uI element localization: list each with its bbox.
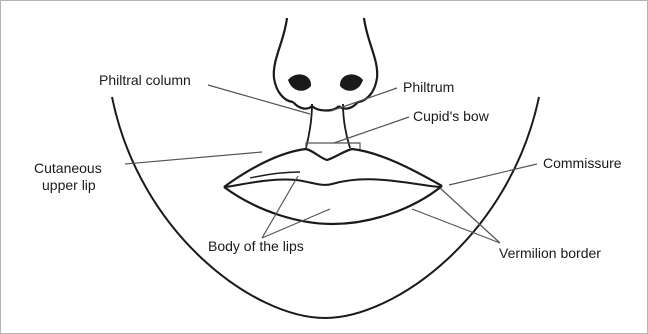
philtral-column-left — [306, 104, 312, 148]
label-body-of-the-lips: Body of the lips — [208, 238, 304, 255]
upper-lip-highlight — [250, 172, 300, 178]
label-cutaneous-line1: Cutaneous — [34, 160, 102, 177]
label-cutaneous-line2: upper lip — [42, 177, 96, 194]
left-nostril — [288, 74, 311, 90]
label-commissure: Commissure — [543, 155, 622, 172]
philtral-column-right — [343, 104, 350, 148]
label-philtral-column: Philtral column — [99, 72, 191, 89]
label-cupids-bow: Cupid's bow — [413, 108, 489, 125]
leader-philtral-column — [208, 85, 310, 114]
label-philtrum: Philtrum — [403, 79, 454, 96]
lower-lip-outline — [224, 186, 442, 224]
leader-cutaneous-upper-lip — [125, 152, 262, 164]
leader-philtrum — [331, 88, 397, 111]
mouth-line — [226, 179, 440, 187]
nose-outline — [274, 18, 377, 111]
leader-body-lips-upper — [262, 176, 298, 238]
leader-commissure — [449, 164, 537, 185]
jaw-outline — [112, 97, 539, 318]
label-vermilion-border: Vermilion border — [499, 245, 601, 262]
right-nostril — [340, 74, 363, 90]
